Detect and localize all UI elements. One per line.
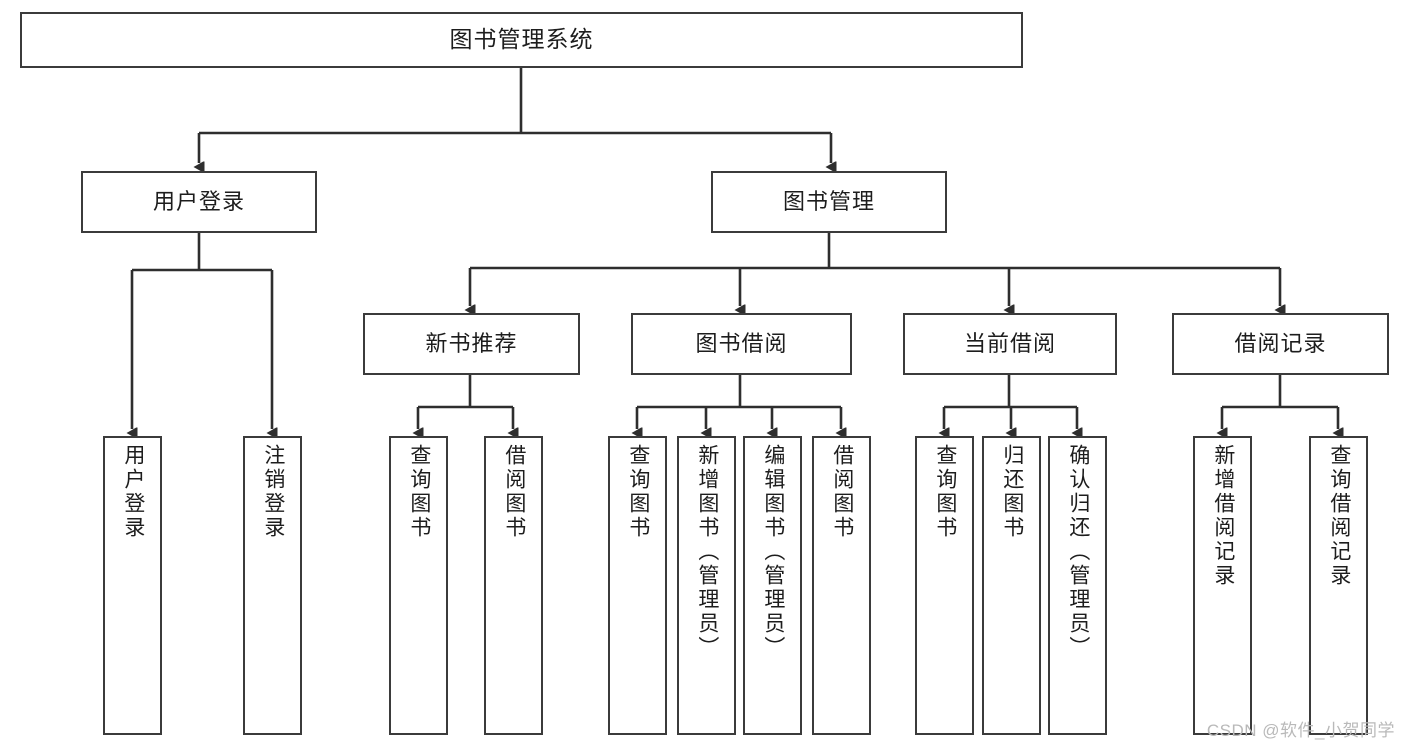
node-label: 图书管理系统 <box>449 26 594 53</box>
node-leaf-query-book-3[interactable]: 查询图书 <box>915 436 974 735</box>
node-leaf-add-record[interactable]: 新增借阅记录 <box>1193 436 1252 735</box>
node-label: 注销登录 <box>261 444 285 540</box>
node-label: 编辑图书（管理员） <box>761 444 785 660</box>
node-leaf-query-book-2[interactable]: 查询图书 <box>608 436 667 735</box>
node-borrow-record[interactable]: 借阅记录 <box>1172 313 1389 375</box>
node-label: 新书推荐 <box>425 330 518 356</box>
node-label: 用户登录 <box>152 188 245 214</box>
node-leaf-borrow-book-2[interactable]: 借阅图书 <box>812 436 871 735</box>
node-label: 归还图书 <box>1000 444 1024 540</box>
node-leaf-edit-book[interactable]: 编辑图书（管理员） <box>743 436 802 735</box>
node-label: 借阅图书 <box>502 444 526 540</box>
node-leaf-borrow-book-1[interactable]: 借阅图书 <box>484 436 543 735</box>
node-label: 图书借阅 <box>695 330 788 356</box>
node-book-borrow[interactable]: 图书借阅 <box>631 313 852 375</box>
node-label: 确认归还（管理员） <box>1066 444 1090 660</box>
node-book-management[interactable]: 图书管理 <box>711 171 947 233</box>
node-label: 新增图书（管理员） <box>695 444 719 660</box>
node-label: 查询图书 <box>407 444 431 540</box>
node-leaf-user-login[interactable]: 用户登录 <box>103 436 162 735</box>
node-label: 用户登录 <box>121 444 145 540</box>
node-new-book-recommend[interactable]: 新书推荐 <box>363 313 580 375</box>
node-leaf-user-logout[interactable]: 注销登录 <box>243 436 302 735</box>
node-label: 新增借阅记录 <box>1211 444 1235 588</box>
node-user-login[interactable]: 用户登录 <box>81 171 317 233</box>
node-label: 图书管理 <box>782 188 875 214</box>
node-leaf-add-book[interactable]: 新增图书（管理员） <box>677 436 736 735</box>
node-label: 借阅记录 <box>1234 330 1327 356</box>
node-leaf-query-book-1[interactable]: 查询图书 <box>389 436 448 735</box>
node-root-system[interactable]: 图书管理系统 <box>20 12 1023 68</box>
node-leaf-query-record[interactable]: 查询借阅记录 <box>1309 436 1368 735</box>
node-current-borrow[interactable]: 当前借阅 <box>903 313 1117 375</box>
node-label: 当前借阅 <box>963 330 1056 356</box>
node-leaf-return-book[interactable]: 归还图书 <box>982 436 1041 735</box>
node-label: 查询图书 <box>933 444 957 540</box>
watermark-csdn: CSDN @软件_小贺同学 <box>1206 721 1395 740</box>
node-label: 查询借阅记录 <box>1327 444 1351 588</box>
node-label: 借阅图书 <box>830 444 854 540</box>
node-label: 查询图书 <box>626 444 650 540</box>
node-leaf-confirm-return[interactable]: 确认归还（管理员） <box>1048 436 1107 735</box>
